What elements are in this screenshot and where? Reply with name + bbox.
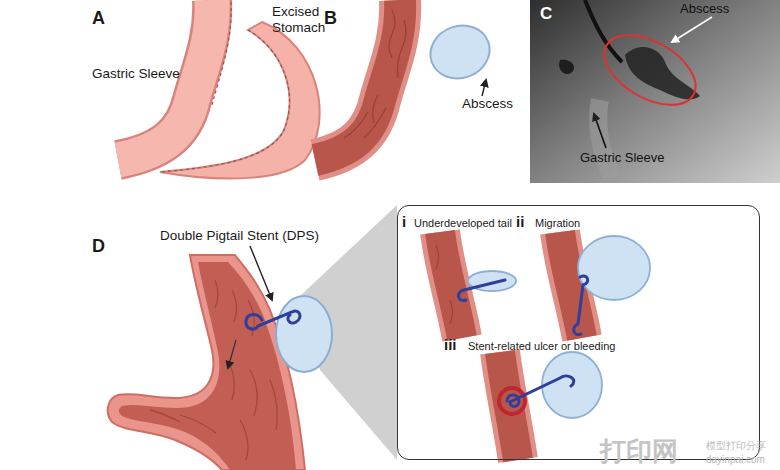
leader-arrow bbox=[482, 80, 486, 96]
watermark: 模型打印分享 bbox=[706, 440, 766, 452]
highlight-ellipse bbox=[593, 21, 708, 119]
pigtail-stent bbox=[507, 376, 574, 407]
leader-arrow bbox=[594, 114, 606, 148]
watermark: 打印网 bbox=[600, 436, 678, 467]
inset-panel: i Underdeveloped tail ii Migration iii Stent-… bbox=[397, 205, 760, 460]
leader-arrow bbox=[250, 246, 272, 300]
gastric-folds bbox=[436, 245, 453, 324]
sleeve-shadow bbox=[598, 100, 612, 178]
staple-line bbox=[160, 30, 289, 172]
part-label: Gastric Sleeve bbox=[92, 66, 180, 82]
xray-panel: C AbscessGastric Sleeve bbox=[530, 0, 780, 183]
roman-numeral: iii bbox=[444, 336, 457, 354]
flow-arrow bbox=[228, 340, 236, 368]
sleeve-lumen bbox=[315, 0, 400, 160]
roman-numeral: ii bbox=[516, 213, 524, 231]
inset-background bbox=[397, 205, 760, 460]
part-label: Abscess bbox=[680, 1, 729, 17]
abscess-cavity bbox=[276, 296, 332, 372]
gastric-folds bbox=[344, 10, 406, 138]
abscess-cavity bbox=[578, 236, 650, 300]
pigtail-stent bbox=[458, 280, 505, 301]
panel-letter: A bbox=[92, 8, 105, 30]
contrast-spot bbox=[559, 60, 574, 74]
complication-label: Migration bbox=[535, 217, 580, 230]
pigtail-stent bbox=[574, 276, 588, 334]
part-label: Gastric Sleeve bbox=[580, 150, 665, 166]
complication-label: Underdeveloped tail bbox=[414, 217, 512, 230]
complication-label: Stent-related ulcer or bleeding bbox=[468, 340, 615, 353]
leader-arrow bbox=[672, 17, 712, 42]
contrast-collection bbox=[625, 47, 700, 99]
panel-letter: D bbox=[92, 236, 105, 258]
part-label: Abscess bbox=[462, 96, 513, 112]
pigtail-stent bbox=[246, 311, 300, 329]
gastric-folds bbox=[150, 280, 277, 460]
excised-stomach bbox=[160, 22, 320, 179]
sleeve-wall bbox=[315, 0, 400, 160]
xray-image bbox=[530, 0, 780, 183]
panel-letter: C bbox=[540, 4, 552, 24]
panel-letter: B bbox=[324, 8, 337, 30]
staple-line bbox=[212, 2, 231, 105]
watermark: dayinpai.com bbox=[706, 454, 765, 466]
roman-numeral: i bbox=[402, 213, 406, 231]
abscess-cavity bbox=[423, 17, 497, 86]
stomach-wall bbox=[108, 255, 305, 470]
part-label: Double Pigtail Stent (DPS) bbox=[160, 228, 319, 244]
